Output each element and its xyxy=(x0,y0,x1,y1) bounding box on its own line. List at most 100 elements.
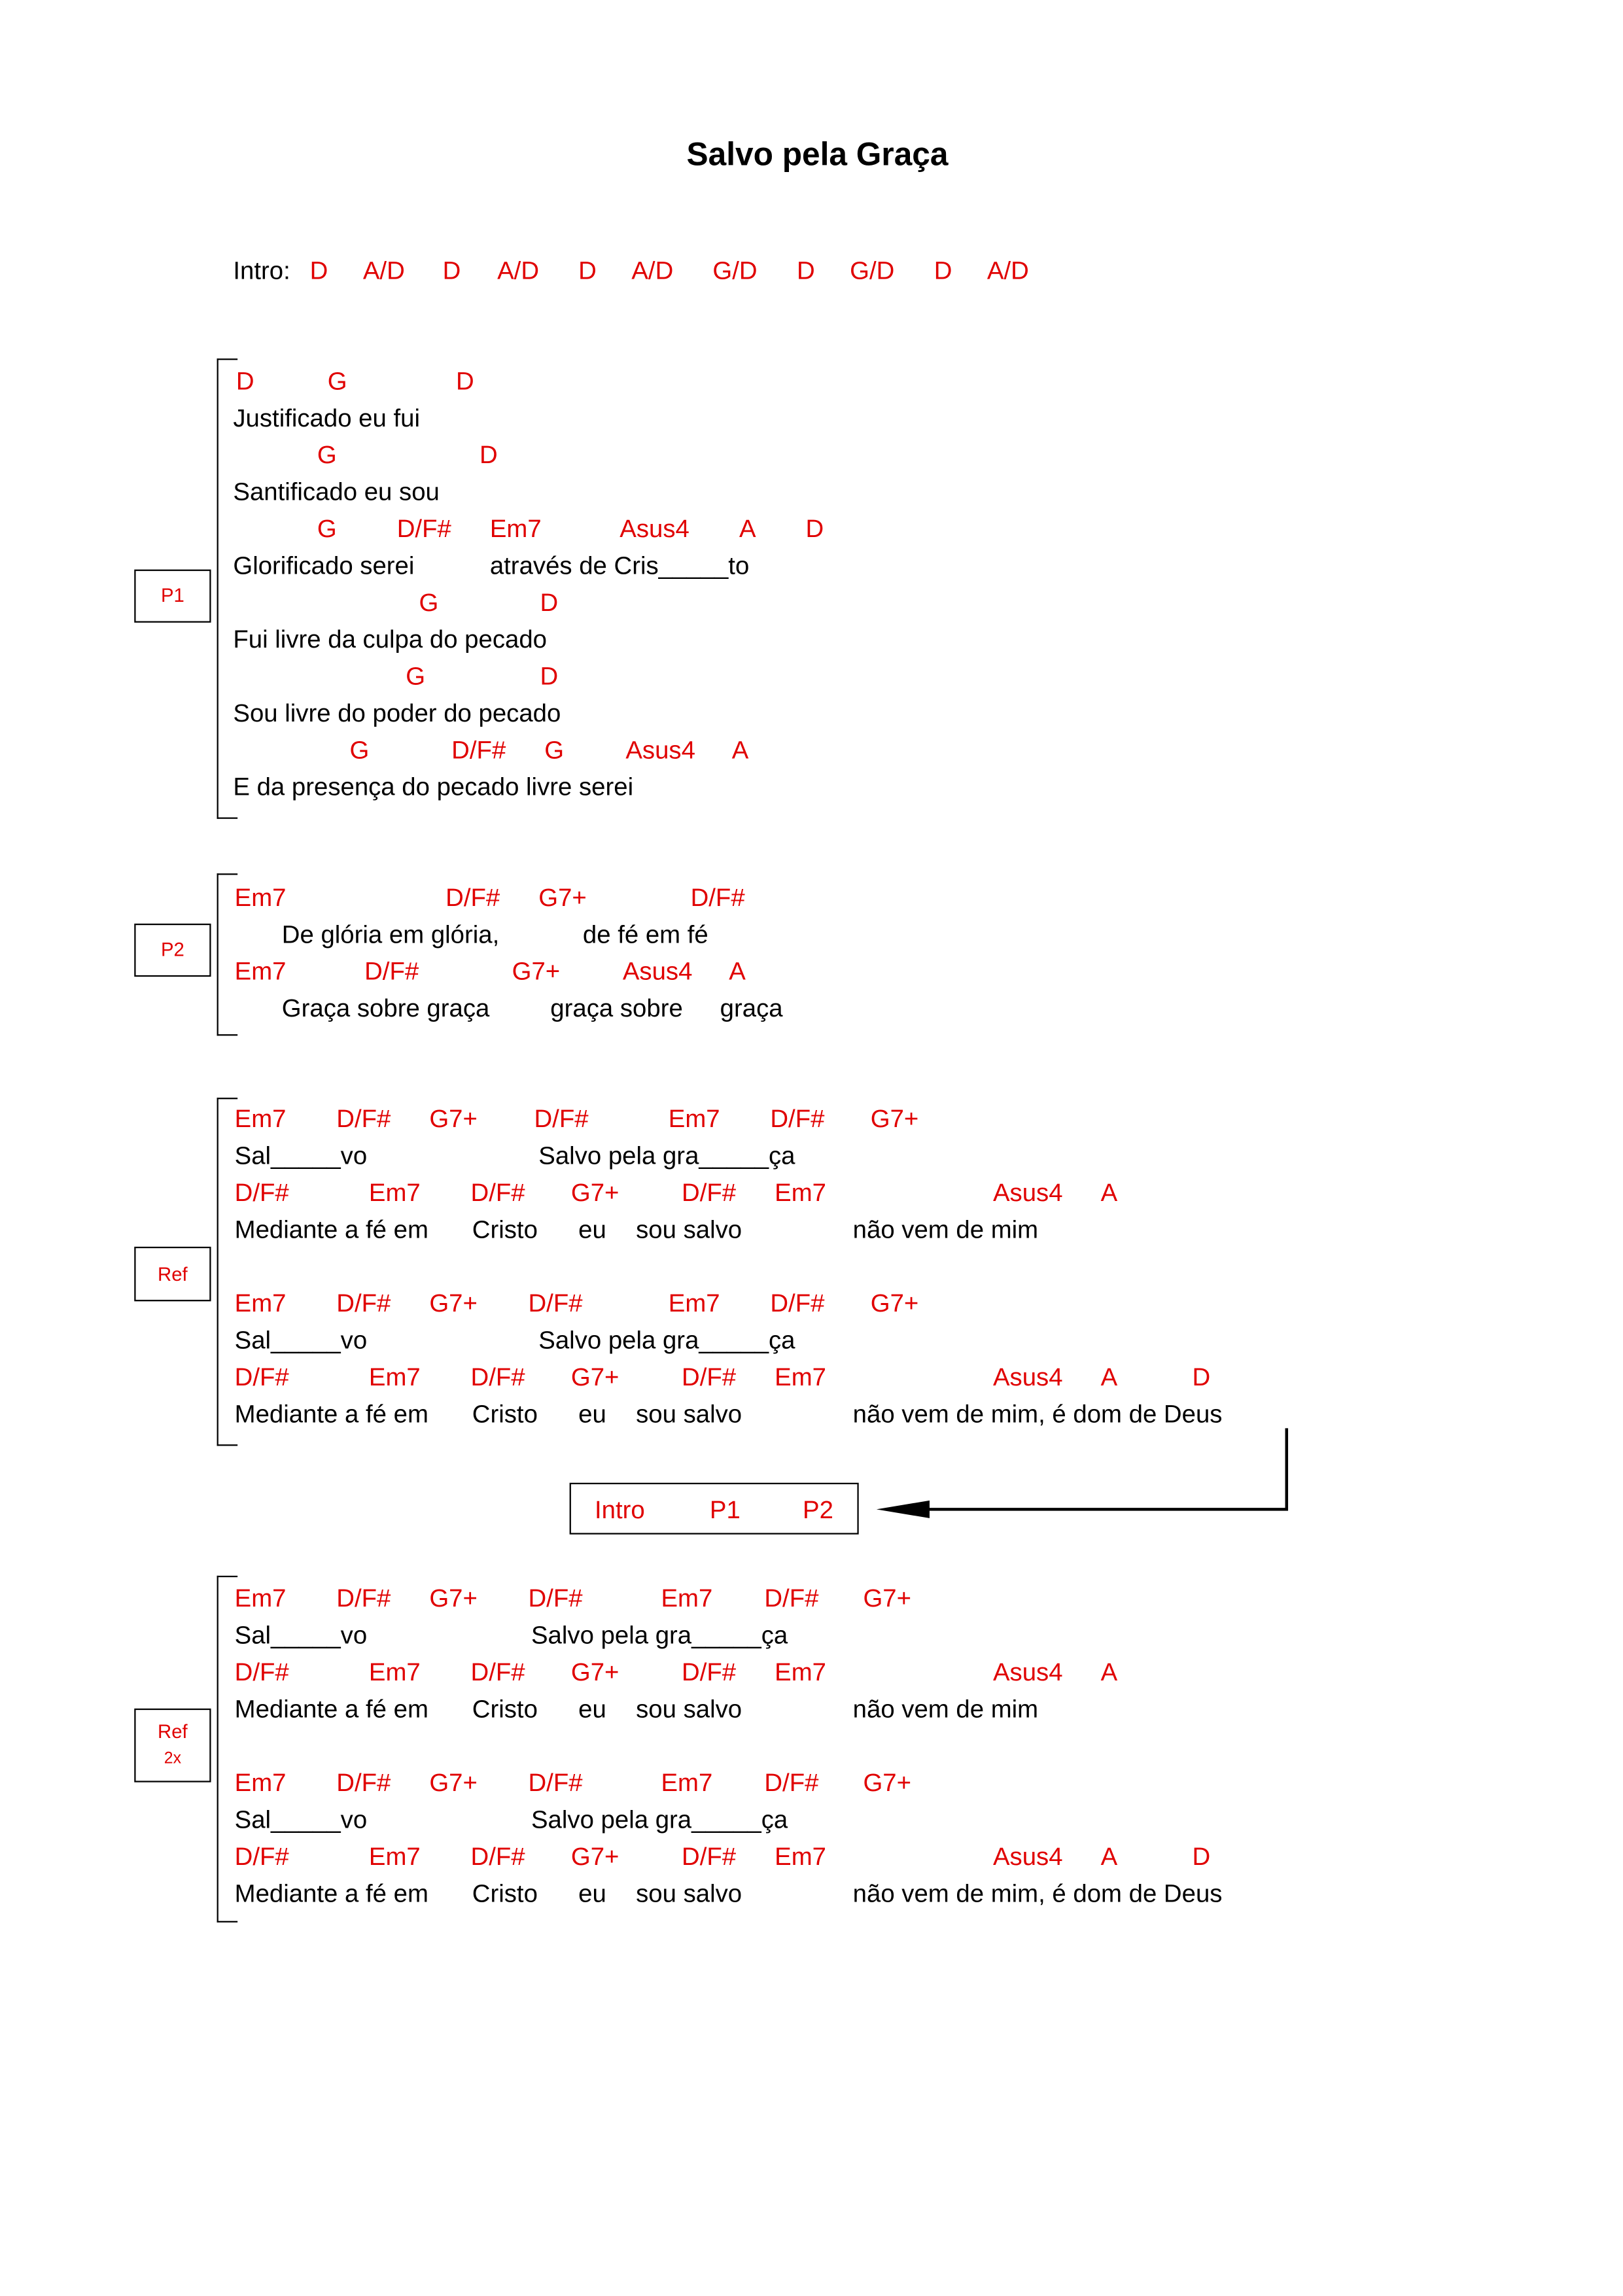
lyric: graça sobre xyxy=(550,994,683,1023)
chord: Em7 xyxy=(775,1363,827,1391)
chord: D/F# xyxy=(234,1179,289,1207)
lyric: Sal_____vo xyxy=(234,1805,368,1834)
chord: A xyxy=(1100,1658,1118,1687)
chord: G7+ xyxy=(512,957,561,986)
lyric: E da presença do pecado livre serei xyxy=(233,773,634,801)
lyric: Sal_____vo xyxy=(234,1326,368,1355)
chord: G7+ xyxy=(870,1289,919,1318)
chord: G xyxy=(327,367,347,396)
chord: D/F# xyxy=(396,515,451,544)
chord: D/F# xyxy=(682,1843,737,1871)
chord: Asus4 xyxy=(625,736,695,765)
chord: D xyxy=(540,662,559,691)
chord: D xyxy=(805,515,824,544)
chord: Asus4 xyxy=(992,1179,1063,1207)
chord: Em7 xyxy=(775,1179,827,1207)
chord: Asus4 xyxy=(992,1363,1063,1391)
lyric: não vem de mim, é dom de Deus xyxy=(852,1879,1223,1908)
chord: G7+ xyxy=(570,1179,620,1207)
lyric: Glorificado serei xyxy=(233,551,415,580)
chord: Em7 xyxy=(234,1105,287,1134)
chord: D xyxy=(455,367,474,396)
chord: Asus4 xyxy=(620,515,689,544)
section-label: Ref xyxy=(158,1262,188,1285)
section-label-box: P1 xyxy=(134,569,211,623)
chord: D/F# xyxy=(770,1105,825,1134)
section-label-box: P2 xyxy=(134,923,211,977)
chord: Asus4 xyxy=(992,1658,1063,1687)
chord: D/F# xyxy=(445,884,500,912)
chord: G xyxy=(317,441,337,470)
lyric: Santificado eu sou xyxy=(233,478,440,506)
lyric: sou salvo xyxy=(636,1400,742,1429)
chord: Em7 xyxy=(661,1769,713,1798)
lyric: Cristo xyxy=(472,1879,538,1908)
chord: Asus4 xyxy=(622,957,693,986)
chord: D/F# xyxy=(234,1363,289,1391)
chord: D/F# xyxy=(470,1843,525,1871)
lyric: Graça sobre graça xyxy=(281,994,490,1023)
section-label: 2x xyxy=(164,1750,182,1768)
chord: Em7 xyxy=(234,1584,287,1613)
chord: D/F# xyxy=(764,1769,819,1798)
chord: A/D xyxy=(497,256,540,285)
lyric: Mediante a fé em xyxy=(234,1695,428,1724)
chord: A/D xyxy=(986,256,1029,285)
chord: Em7 xyxy=(234,1289,287,1318)
section-bracket xyxy=(217,1098,238,1446)
lyric: sou salvo xyxy=(636,1695,742,1724)
lyric: Cristo xyxy=(472,1400,538,1429)
chord: Em7 xyxy=(775,1843,827,1871)
lyric: não vem de mim xyxy=(852,1695,1039,1724)
repeat-item: P1 xyxy=(709,1496,741,1524)
chord: G7+ xyxy=(429,1769,478,1798)
lyric: Sou livre do poder do pecado xyxy=(233,699,561,727)
chord: Em7 xyxy=(775,1658,827,1687)
chord: D/F# xyxy=(336,1105,391,1134)
lyric: Mediante a fé em xyxy=(234,1879,428,1908)
chord: D xyxy=(540,588,559,617)
lyric: sou salvo xyxy=(636,1215,742,1244)
chord: D/F# xyxy=(770,1289,825,1318)
chord: D xyxy=(480,441,498,470)
lyric: Fui livre da culpa do pecado xyxy=(233,625,547,654)
section-label: Ref xyxy=(158,1720,188,1743)
chord: G xyxy=(544,736,565,765)
lyric: eu xyxy=(578,1879,606,1908)
chord: Asus4 xyxy=(992,1843,1063,1871)
chord: D xyxy=(1192,1843,1211,1871)
lyric: através de Cris_____to xyxy=(489,551,750,580)
lyric: eu xyxy=(578,1400,606,1429)
chord: D/F# xyxy=(528,1769,583,1798)
chord: G xyxy=(406,662,426,691)
chord: D xyxy=(578,256,597,285)
chord: G xyxy=(317,515,337,544)
lyric: Salvo pela gra_____ça xyxy=(538,1326,795,1355)
chord: G7+ xyxy=(429,1584,478,1613)
chord: G7+ xyxy=(538,884,587,912)
lyric: graça xyxy=(720,994,783,1023)
lyric: Cristo xyxy=(472,1215,538,1244)
chord: D/F# xyxy=(336,1289,391,1318)
chord: D/F# xyxy=(470,1363,525,1391)
chord: Em7 xyxy=(234,957,287,986)
section-label: P1 xyxy=(160,584,184,607)
chord: D/F# xyxy=(470,1179,525,1207)
chord: A xyxy=(729,957,746,986)
chord: G xyxy=(349,736,370,765)
chord: G7+ xyxy=(863,1769,912,1798)
lyric: Mediante a fé em xyxy=(234,1215,428,1244)
lyric: não vem de mim, é dom de Deus xyxy=(852,1400,1223,1429)
chord: D/F# xyxy=(764,1584,819,1613)
chord: A xyxy=(731,736,749,765)
repeat-item: Intro xyxy=(594,1496,645,1524)
chord: G7+ xyxy=(570,1658,620,1687)
chord: D/F# xyxy=(682,1658,737,1687)
section-bracket xyxy=(217,873,238,1036)
chord: D/F# xyxy=(528,1289,583,1318)
section-bracket xyxy=(217,358,238,819)
chord: D xyxy=(236,367,254,396)
lyric: eu xyxy=(578,1215,606,1244)
